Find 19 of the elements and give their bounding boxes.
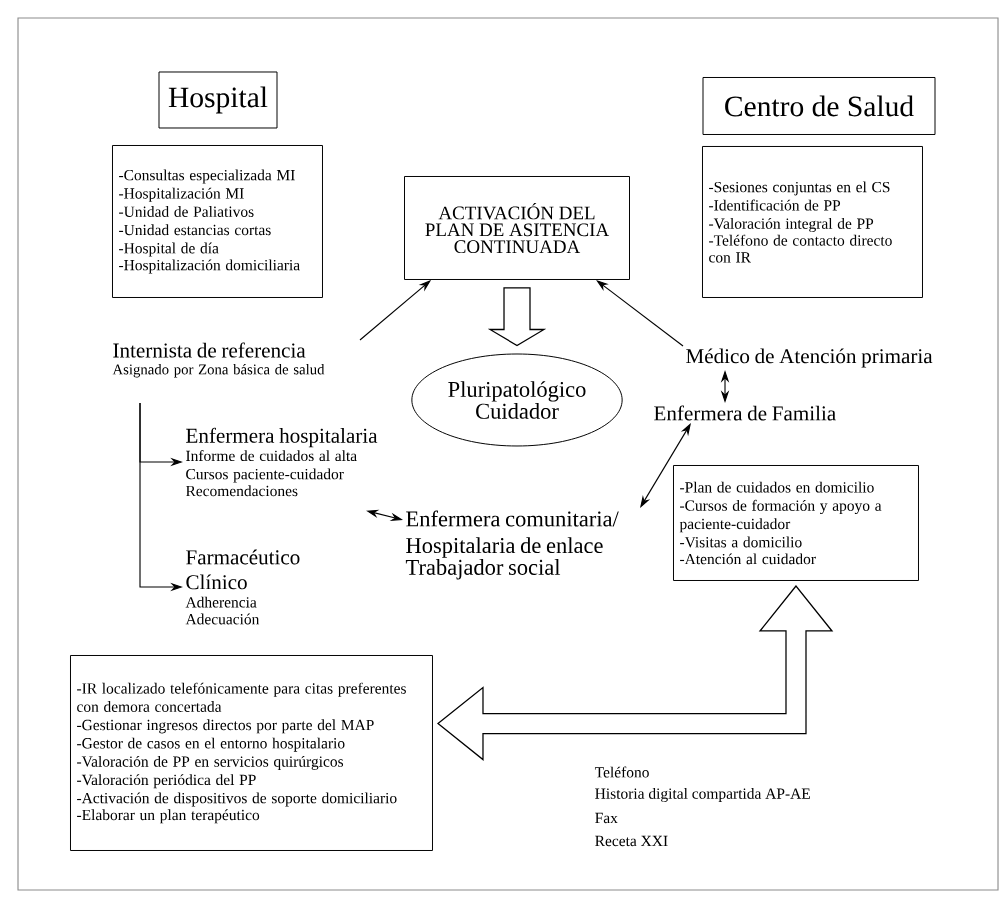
list-box: -IR localizado telefónicamente para citas preferentes con demora concertada -Gestionar ingresos directos por parte del MAP -Gestor de casos en el entorno hospitalario -Valoración de PP en servicios quirúrgicos -Valoración periódica del PP -Activación de dispositivos de soporte domiciliario -Elaborar un plan terapéutico bbox=[70, 655, 433, 851]
channel-label: Historia digital compartida AP-AE bbox=[595, 788, 810, 802]
list-box: -Sesiones conjuntas en el CS -Identificación de PP -Valoración integral de PP -Teléfono de contacto directo con IR bbox=[702, 146, 923, 298]
channel-label: Fax bbox=[595, 812, 618, 824]
role-label: Internista de referencia Asignado por Zona básica de salud bbox=[112, 342, 325, 378]
role-label: Farmacéutico Clínico Adherencia Adecuación bbox=[185, 549, 300, 625]
title-box: Centro de Salud bbox=[702, 77, 936, 135]
list-box: -Consultas especializada MI -Hospitalización MI -Unidad de Paliativos -Unidad estancias cortas -Hospital de día -Hospitalización domiciliaria bbox=[112, 145, 323, 298]
process-box: ACTIVACIÓN DEL PLAN DE ASITENCIA CONTINUADA bbox=[404, 176, 630, 280]
role-label: Enfermera comunitaria/ Hospitalaria de enlace Trabajador social bbox=[405, 510, 619, 580]
block-arrow bbox=[487, 287, 547, 347]
title-box: Hospital bbox=[158, 71, 278, 129]
role-label: Médico de Atención primaria bbox=[686, 348, 933, 368]
channel-label: Teléfono bbox=[595, 766, 649, 778]
role-label: Enfermera hospitalaria Informe de cuidados al alta Cursos paciente-cuidador Recomendaciones bbox=[185, 427, 378, 497]
arrow bbox=[596, 280, 684, 347]
role-label: Enfermera de Familia bbox=[654, 405, 836, 421]
list-box: -Plan de cuidados en domicilio -Cursos de formación y apoyo a paciente-cuidador -Visitas a domicilio -Atención al cuidador bbox=[673, 465, 919, 581]
channel-label: Receta XXI bbox=[595, 835, 668, 847]
